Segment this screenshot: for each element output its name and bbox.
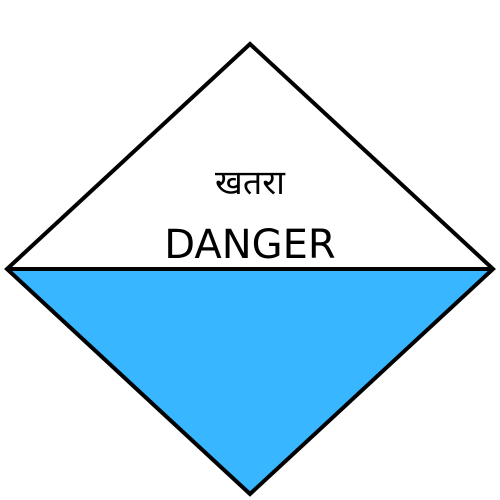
danger-sign-outline	[4, 41, 496, 497]
danger-sign-upper-half	[7, 44, 493, 269]
danger-label-hindi: खतरा	[215, 163, 286, 203]
danger-sign-lower-half	[7, 269, 493, 494]
danger-label-english: DANGER	[164, 222, 335, 268]
